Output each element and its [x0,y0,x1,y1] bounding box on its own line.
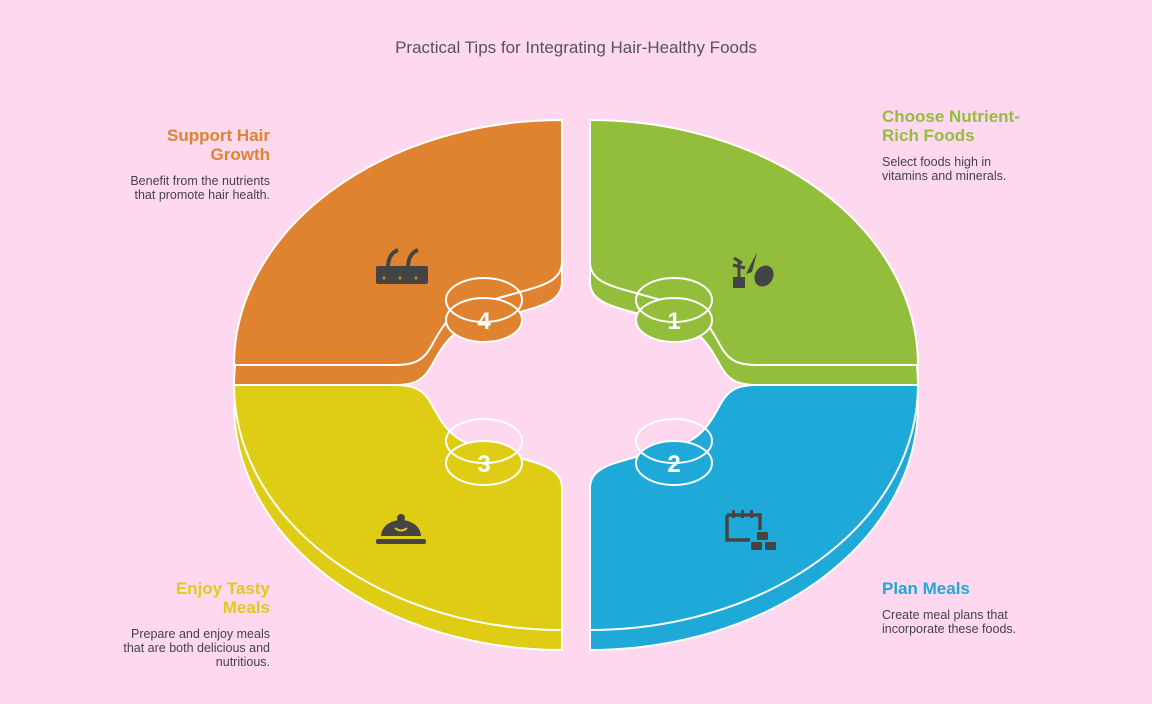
step-3-label: Enjoy Tasty Meals Prepare and enjoy meal… [70,579,270,669]
food-cloche-icon [376,514,426,544]
quadrant-2 [589,384,919,651]
quadrant-1 [589,119,919,386]
step-4-description: Benefit from the nutrients that promote … [130,174,270,202]
step-number-4: 4 [477,308,491,335]
diagram-title: Practical Tips for Integrating Hair-Heal… [395,38,757,57]
quadrant-4 [233,119,563,386]
step-number-2: 2 [667,451,680,478]
step-2-label: Plan Meals Create meal plans that incorp… [882,579,1082,636]
step-3-description: Prepare and enjoy meals that are both de… [123,627,270,669]
step-number-3: 3 [477,451,490,478]
step-3-title: Enjoy Tasty Meals [175,579,270,617]
hair-follicle-icon [376,248,428,284]
step-2-description: Create meal plans that incorporate these… [882,608,1017,636]
calendar-blocks-icon [725,510,776,550]
plant-food-icon [732,252,774,288]
step-1-title: Choose Nutrient-Rich Foods [882,107,1020,145]
step-4-label: Support Hair Growth Benefit from the nut… [70,126,270,202]
step-1-label: Choose Nutrient-Rich Foods Select foods … [882,107,1082,183]
step-1-description: Select foods high in vitamins and minera… [882,155,1007,183]
step-4-title: Support Hair Growth [167,126,270,164]
step-2-title: Plan Meals [882,579,970,598]
step-number-1: 1 [667,308,680,335]
